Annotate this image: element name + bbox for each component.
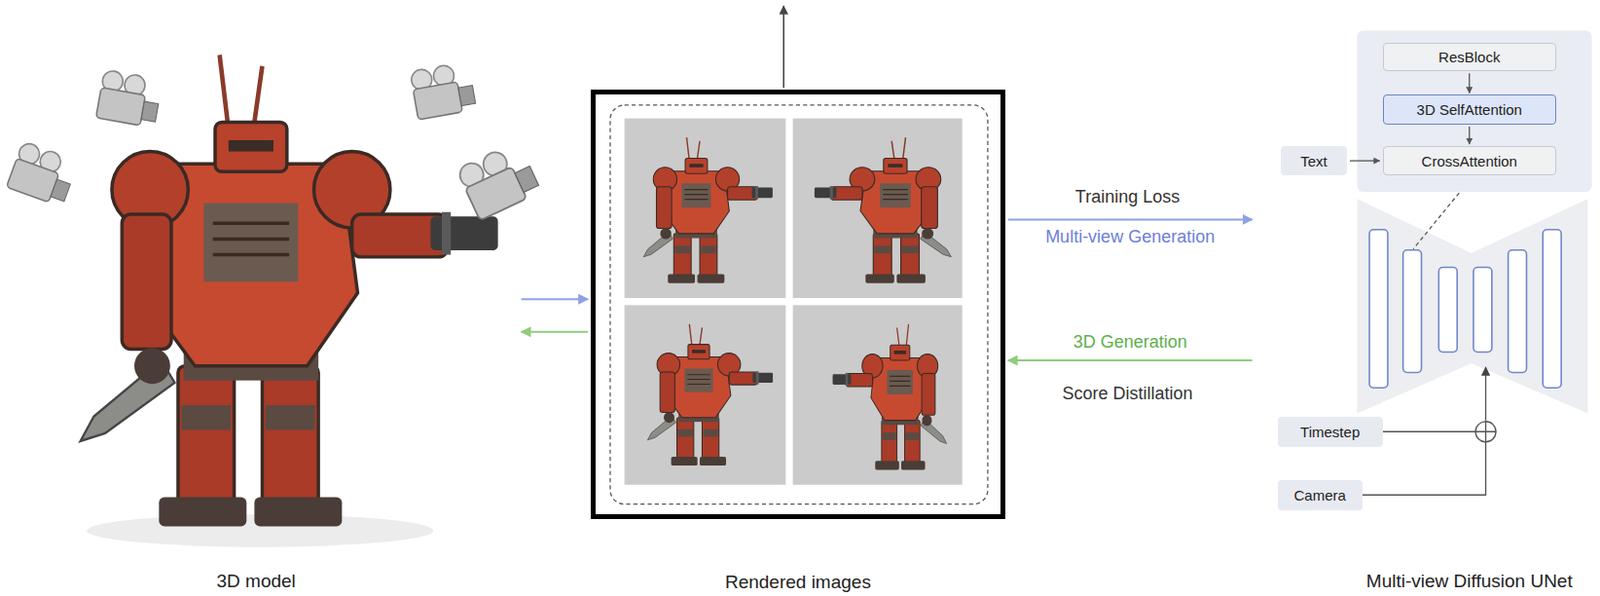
annotation-label: Score Distillation	[1060, 383, 1196, 404]
camera-icon	[6, 141, 79, 208]
render-tile	[793, 304, 963, 484]
input-box: Text	[1280, 145, 1347, 176]
box-label: CrossAttention	[1421, 152, 1518, 170]
panel-caption: Multi-view Diffusion UNet	[1366, 570, 1573, 592]
render-tile	[793, 118, 963, 298]
input-arrow	[1485, 366, 1487, 420]
render-tile	[624, 118, 787, 298]
unet-shape	[1356, 198, 1588, 413]
flow-arrow	[521, 297, 588, 300]
flow-arrow	[1468, 72, 1470, 93]
robot-view	[833, 324, 947, 471]
flow-arrow	[1008, 218, 1253, 220]
robot-model	[80, 54, 499, 526]
robot-view	[643, 137, 773, 284]
box-label: Timestep	[1300, 423, 1360, 440]
input-box: Timestep	[1277, 416, 1383, 447]
dashed-frame	[610, 105, 988, 505]
zoom-line	[1413, 192, 1459, 250]
unet-layer	[1438, 267, 1457, 353]
output-arrow	[782, 5, 785, 88]
block-panel	[1356, 30, 1592, 192]
cross-attention-box: CrossAttention	[1382, 145, 1557, 176]
model-region: 3D model	[4, 9, 518, 594]
input-box: Camera	[1277, 479, 1363, 510]
self-attention-box: 3D SelfAttention	[1382, 94, 1557, 124]
panel-caption: 3D model	[216, 570, 295, 592]
camera-icon	[96, 69, 164, 128]
render-tile	[624, 304, 787, 484]
box-label: Text	[1300, 152, 1328, 170]
flow-arrow	[521, 330, 588, 333]
camera-icon	[409, 61, 477, 120]
annotation-label: Training Loss	[1073, 186, 1182, 208]
camera-wire	[1362, 441, 1487, 495]
unet-layer	[1542, 229, 1562, 388]
box-label: Camera	[1294, 486, 1346, 504]
sum-symbol	[1475, 421, 1496, 442]
render-frame: Rendered images	[590, 89, 1006, 518]
flow-arrow	[1468, 126, 1470, 145]
panel-caption: Rendered images	[595, 571, 1001, 593]
resblock-box: ResBlock	[1382, 42, 1557, 72]
box-label: ResBlock	[1438, 48, 1500, 66]
sum-symbol	[1475, 421, 1496, 442]
unet-layer	[1473, 267, 1492, 353]
edge-label: 3D Generation	[1071, 331, 1190, 353]
robot-view	[814, 137, 951, 284]
unet-layer	[1369, 229, 1388, 388]
flow-arrow	[1008, 359, 1253, 362]
box-label: 3D SelfAttention	[1417, 101, 1523, 118]
timestep-wire	[1382, 431, 1476, 433]
flow-arrow	[1349, 159, 1381, 161]
camera-icon	[456, 140, 543, 220]
robot-view	[647, 324, 773, 466]
unet-region: Multi-view Diffusion UNet ResBlock 3D Self…	[1255, 15, 1599, 594]
edge-label: Multi-view Generation	[1043, 226, 1217, 248]
unet-layer	[1403, 250, 1422, 373]
unet-layer	[1508, 250, 1528, 373]
